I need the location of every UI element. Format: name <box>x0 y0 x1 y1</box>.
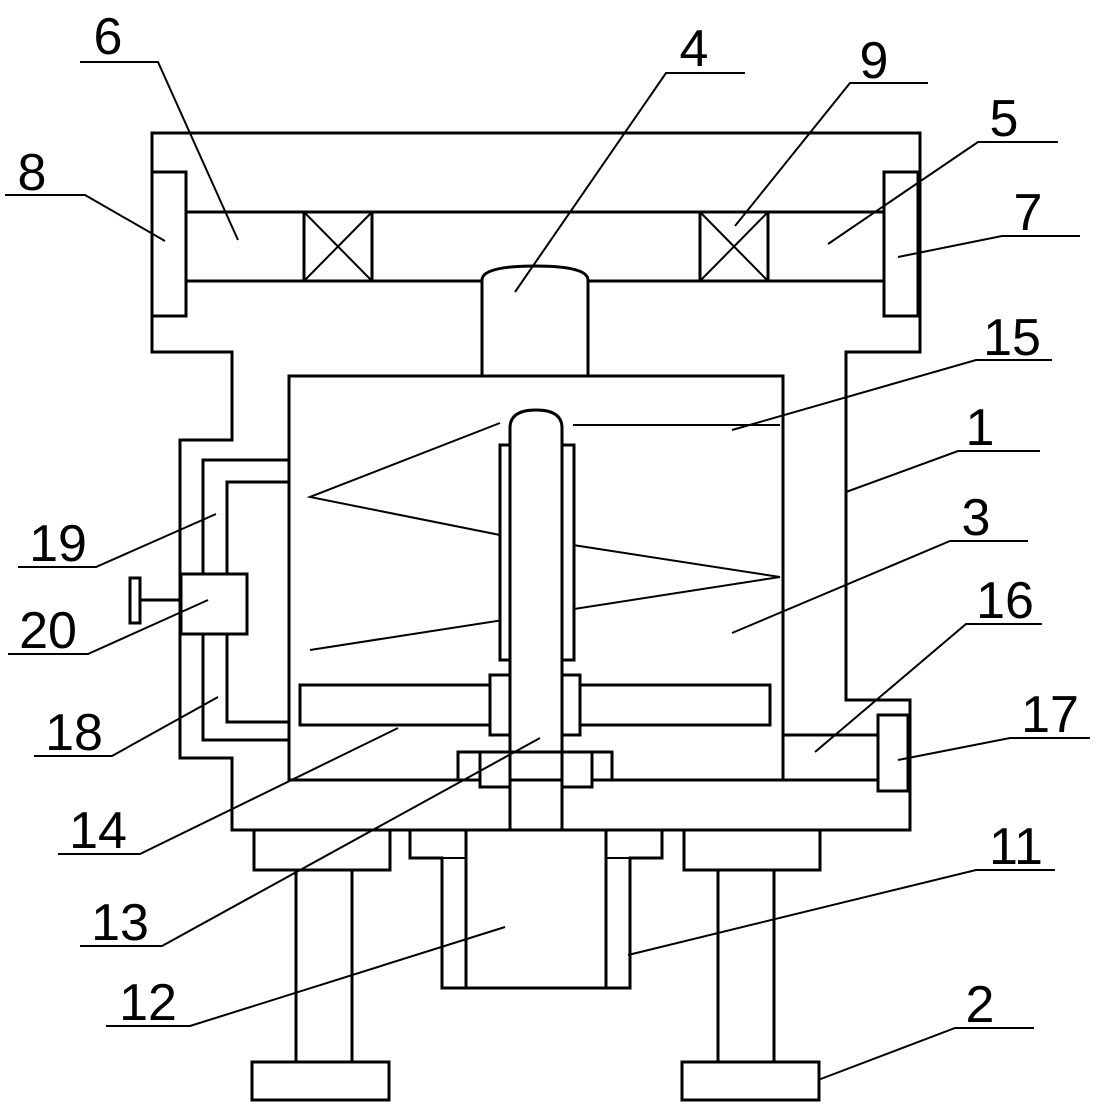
leader-2 <box>817 1027 1034 1081</box>
label-8: 8 <box>18 144 47 202</box>
label-5: 5 <box>990 90 1019 148</box>
end-plate-right <box>882 170 920 318</box>
label-15: 15 <box>983 309 1041 367</box>
end-plate-left <box>150 170 188 318</box>
leader-18 <box>34 696 219 757</box>
label-3: 3 <box>962 489 991 547</box>
label-16: 16 <box>976 572 1034 630</box>
label-14: 14 <box>69 802 127 860</box>
label-13: 13 <box>91 894 149 952</box>
part-labels: 6 4 9 5 8 7 15 1 3 16 17 19 20 18 14 13 … <box>18 8 1079 1034</box>
leader-6 <box>80 61 239 241</box>
label-20: 20 <box>19 602 77 660</box>
label-1: 1 <box>966 399 995 457</box>
leader-8 <box>5 194 166 242</box>
leader-4 <box>514 72 745 293</box>
label-6: 6 <box>94 8 123 66</box>
leader-7 <box>897 235 1080 258</box>
stirring-bar-left <box>298 683 494 727</box>
leader-lines <box>5 61 1090 1081</box>
label-19: 19 <box>29 515 87 573</box>
leader-16 <box>814 623 1042 753</box>
slider-block-left <box>302 210 374 283</box>
leader-3 <box>731 540 1028 634</box>
label-17: 17 <box>1021 686 1079 744</box>
blade-sleeve-right <box>560 443 576 662</box>
leader-19 <box>18 513 217 568</box>
leg-plate-right <box>682 828 822 872</box>
connecting-rod <box>480 264 590 378</box>
rotating-shaft <box>508 408 564 832</box>
leg-right <box>716 868 776 1067</box>
foot-right <box>680 1060 821 1102</box>
label-4: 4 <box>680 20 709 78</box>
fin-upper <box>306 422 501 536</box>
foot-left <box>250 1060 391 1102</box>
drain-pipe <box>781 733 882 782</box>
leader-13 <box>80 737 541 947</box>
leader-17 <box>897 737 1090 761</box>
label-12: 12 <box>119 974 177 1032</box>
fin-lower <box>309 544 781 651</box>
motor-body <box>464 828 608 990</box>
leader-12 <box>106 926 506 1027</box>
leader-14 <box>58 727 399 855</box>
leg-plate-left <box>252 828 392 872</box>
leader-1 <box>845 450 1040 493</box>
label-11: 11 <box>989 818 1043 876</box>
label-18: 18 <box>45 704 103 762</box>
leader-11 <box>627 869 1055 956</box>
leader-15 <box>731 359 1052 431</box>
label-2: 2 <box>966 976 995 1034</box>
drain-valve <box>876 713 910 793</box>
leader-9 <box>734 82 928 227</box>
bearing-block-right <box>560 750 594 789</box>
feed-valve-body <box>179 572 249 636</box>
slider-block-right <box>698 210 770 283</box>
leg-left <box>294 868 354 1067</box>
label-9: 9 <box>860 32 889 90</box>
stirring-bar-right <box>576 683 772 727</box>
leader-20 <box>8 599 209 655</box>
leader-5 <box>827 141 1058 245</box>
feed-valve-handle <box>128 576 142 625</box>
label-7: 7 <box>1014 184 1043 242</box>
